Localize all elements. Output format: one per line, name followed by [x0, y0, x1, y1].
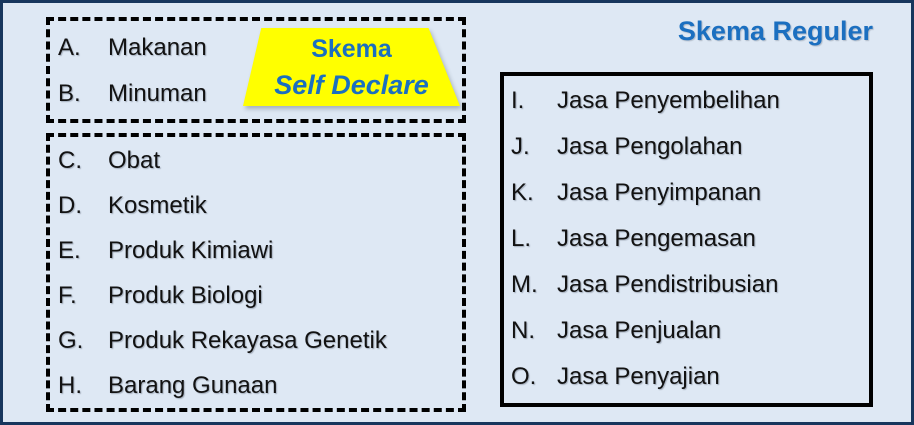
item-letter: N.	[511, 317, 535, 344]
list-item: O. Jasa Penyajian	[511, 354, 869, 400]
item-label: Produk Rekayasa Genetik	[108, 326, 387, 354]
item-letter: J.	[511, 133, 530, 160]
list-item: A. Makanan	[58, 25, 462, 71]
regular-products-box: C. Obat D. Kosmetik E. Produk Kimiawi F.…	[46, 133, 466, 412]
list-item: I. Jasa Penyembelihan	[511, 78, 869, 124]
list-item: K. Jasa Penyimpanan	[511, 170, 869, 216]
self-declare-badge-shape: Skema Self Declare	[243, 28, 460, 106]
item-label: Jasa Penyimpanan	[557, 179, 762, 206]
item-label: Jasa Penjualan	[557, 317, 722, 344]
item-label: Minuman	[108, 80, 207, 107]
badge-title-line1: Skema	[311, 35, 392, 63]
self-declare-products-list: A. Makanan B. Minuman	[50, 21, 462, 117]
list-item: F. Produk Biologi	[58, 273, 462, 318]
item-label: Jasa Pengolahan	[557, 133, 743, 160]
item-letter: E.	[58, 236, 81, 264]
regular-services-box: I. Jasa Penyembelihan J. Jasa Pengolahan…	[500, 72, 873, 407]
list-item: H. Barang Gunaan	[58, 363, 462, 408]
item-letter: I.	[511, 87, 525, 114]
list-item: L. Jasa Pengemasan	[511, 216, 869, 262]
list-item: E. Produk Kimiawi	[58, 228, 462, 273]
item-letter: H.	[58, 371, 82, 399]
item-letter: C.	[58, 146, 82, 174]
item-letter: G.	[58, 326, 84, 354]
item-letter: A.	[58, 34, 81, 61]
item-letter: M.	[511, 271, 538, 298]
item-label: Jasa Penyajian	[557, 363, 720, 390]
item-letter: B.	[58, 80, 81, 107]
list-item: G. Produk Rekayasa Genetik	[58, 318, 462, 363]
item-letter: K.	[511, 179, 534, 206]
badge-title-line2: Self Declare	[274, 70, 429, 100]
list-item: N. Jasa Penjualan	[511, 308, 869, 354]
list-item: B. Minuman	[58, 71, 462, 117]
item-label: Barang Gunaan	[108, 371, 278, 399]
self-declare-badge: Skema Self Declare	[243, 28, 460, 106]
list-item: M. Jasa Pendistribusian	[511, 262, 869, 308]
list-item: D. Kosmetik	[58, 183, 462, 228]
item-label: Obat	[108, 146, 161, 174]
item-label: Makanan	[108, 34, 207, 61]
self-declare-products-box: A. Makanan B. Minuman	[46, 17, 466, 123]
item-letter: D.	[58, 191, 82, 219]
item-label: Produk Kimiawi	[108, 236, 274, 264]
item-letter: F.	[58, 281, 77, 309]
item-letter: L.	[511, 225, 532, 252]
item-label: Jasa Pengemasan	[557, 225, 756, 252]
item-letter: O.	[511, 363, 537, 390]
item-label: Jasa Pendistribusian	[557, 271, 779, 298]
list-item: C. Obat	[58, 138, 462, 183]
item-label: Jasa Penyembelihan	[557, 87, 780, 114]
regular-products-list: C. Obat D. Kosmetik E. Produk Kimiawi F.…	[50, 137, 462, 408]
skema-reguler-title: Skema Reguler	[677, 16, 873, 46]
list-item: J. Jasa Pengolahan	[511, 124, 869, 170]
item-label: Kosmetik	[108, 191, 207, 219]
regular-services-list: I. Jasa Penyembelihan J. Jasa Pengolahan…	[504, 76, 869, 400]
item-label: Produk Biologi	[108, 281, 263, 309]
